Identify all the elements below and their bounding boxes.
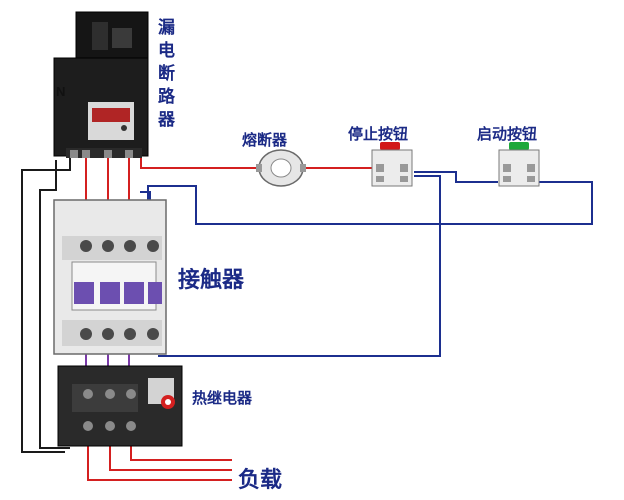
stop-button-label: 停止按钮	[348, 125, 409, 143]
green-pushbutton-icon	[498, 142, 540, 187]
contactor-icon	[53, 199, 167, 355]
fuse-icon	[256, 149, 306, 187]
breaker-label: 漏电断路器	[154, 18, 174, 133]
phase-wires	[85, 158, 372, 240]
red-pushbutton-icon	[371, 142, 413, 187]
neutral-wire	[21, 150, 71, 453]
circuit-breaker-icon	[53, 11, 149, 158]
contactor-label: 接触器	[178, 268, 245, 293]
fuse-label: 熔断器	[242, 131, 288, 149]
thermal-overload-relay-icon	[57, 365, 183, 447]
neutral-label: N	[56, 84, 66, 99]
load-label: 负载	[238, 468, 283, 493]
load-wires	[87, 440, 232, 481]
start-button-label: 启动按钮	[477, 125, 538, 143]
thermal-relay-label: 热继电器	[192, 389, 253, 407]
